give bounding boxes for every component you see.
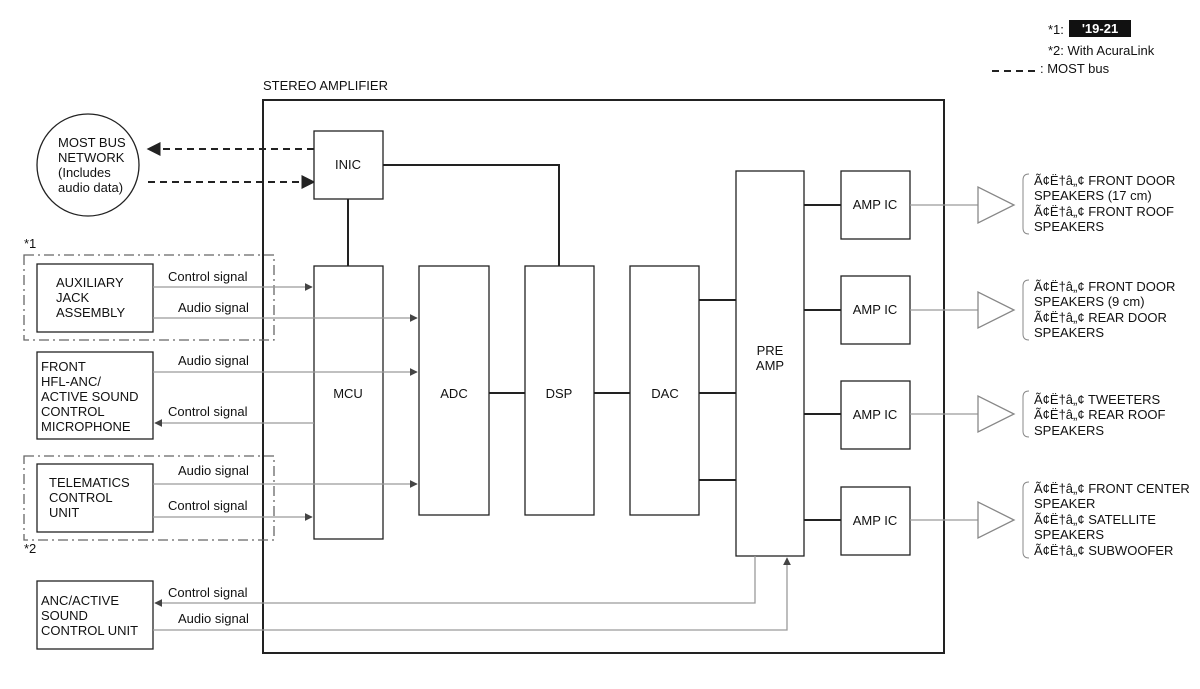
speaker-group-1-line-4: SPEAKERS	[1034, 219, 1104, 234]
aux-jack-line-1: AUXILIARY	[56, 275, 124, 290]
anc-line-1: ANC/ACTIVE	[41, 593, 119, 608]
telematics-line-1: TELEMATICS	[49, 475, 130, 490]
speaker-group-1-line-1: Ã¢Ë†â„¢ FRONT DOOR	[1034, 173, 1175, 188]
speaker-group-4-line-4: SPEAKERS	[1034, 527, 1104, 542]
aux-mark: *1	[24, 236, 36, 251]
amp-ic-label-1: AMP IC	[853, 197, 898, 212]
dsp-block	[524, 265, 595, 516]
speaker-icon-4	[977, 500, 1016, 540]
speaker-brace-3	[1022, 390, 1030, 438]
speaker-group-1-line-3: Ã¢Ë†â„¢ FRONT ROOF	[1034, 204, 1174, 219]
inic-block	[313, 130, 384, 200]
speaker-group-3-line-2: Ã¢Ë†â„¢ REAR ROOF	[1034, 407, 1166, 422]
speaker-group-4-line-5: Ã¢Ë†â„¢ SUBWOOFER	[1034, 543, 1173, 558]
speaker-group-2-line-3: Ã¢Ë†â„¢ REAR DOOR	[1034, 310, 1167, 325]
inic-dsp-link	[383, 164, 560, 266]
speaker-group-2-line-2: SPEAKERS (9 cm)	[1034, 294, 1145, 309]
anc-line-3: CONTROL UNIT	[41, 623, 138, 638]
speaker-brace-1	[1022, 173, 1030, 235]
inic-label: INIC	[335, 157, 361, 172]
anc-line-2: SOUND	[41, 608, 88, 623]
legend-most-bus: : MOST bus	[1040, 61, 1110, 76]
mic-control-label: Control signal	[168, 404, 248, 419]
speaker-group-4-line-1: Ã¢Ë†â„¢ FRONT CENTER	[1034, 481, 1190, 496]
legend-note1-badge-bg	[1069, 20, 1131, 37]
amp-ic-block-3	[840, 380, 911, 450]
aux-jack-line-3: ASSEMBLY	[56, 305, 125, 320]
mic-audio-label: Audio signal	[178, 353, 249, 368]
aux-jack-assembly	[36, 263, 154, 333]
aux-option-group	[23, 254, 275, 341]
speaker-group-3-line-3: SPEAKERS	[1034, 423, 1104, 438]
speaker-group-4-line-2: SPEAKER	[1034, 496, 1095, 511]
anc-control-unit	[36, 580, 154, 650]
dac-block	[629, 265, 700, 516]
amp-ic-label-3: AMP IC	[853, 407, 898, 422]
most-bus-line-1: MOST BUS	[58, 135, 126, 150]
telematics-line-2: CONTROL	[49, 490, 113, 505]
amp-ic-block-4	[840, 486, 911, 556]
front-mic-line-3: ACTIVE SOUND	[41, 389, 139, 404]
front-mic-line-2: HFL-ANC/	[41, 374, 101, 389]
anc-audio-label: Audio signal	[178, 611, 249, 626]
speaker-group-3-line-1: Ã¢Ë†â„¢ TWEETERS	[1034, 392, 1161, 407]
legend-note1-mark: *1:	[1048, 22, 1064, 37]
speaker-group-1-line-2: SPEAKERS (17 cm)	[1034, 188, 1152, 203]
anc-control-line	[154, 556, 756, 607]
aux-jack-line-2: JACK	[56, 290, 90, 305]
speaker-group-2-line-1: Ã¢Ë†â„¢ FRONT DOOR	[1034, 279, 1175, 294]
speaker-group-2: Ã¢Ë†â„¢ FRONT DOOR SPEAKERS (9 cm) Ã¢Ë†â…	[1034, 279, 1175, 340]
speaker-icon-2	[977, 290, 1016, 330]
speaker-brace-4	[1022, 481, 1030, 559]
pre-amp-label-2: AMP	[756, 358, 784, 373]
speaker-group-2-line-4: SPEAKERS	[1034, 325, 1104, 340]
speaker-icon-3	[977, 394, 1016, 434]
legend-note2: *2: With AcuraLink	[1048, 43, 1155, 58]
legend: *1: '19-21 *2: With AcuraLink : MOST bus	[992, 20, 1155, 76]
amplifier-title: STEREO AMPLIFIER	[263, 78, 388, 93]
aux-control-label: Control signal	[168, 269, 248, 284]
most-bus-line-2: NETWORK	[58, 150, 125, 165]
amplifier-frame	[262, 99, 945, 654]
front-mic-line-1: FRONT	[41, 359, 86, 374]
mcu-label: MCU	[333, 386, 363, 401]
front-microphone	[36, 351, 154, 440]
dac-label: DAC	[651, 386, 678, 401]
pre-amp-block	[735, 170, 805, 557]
aux-audio-label: Audio signal	[178, 300, 249, 315]
mcu-block	[313, 265, 384, 540]
speaker-group-1: Ã¢Ë†â„¢ FRONT DOOR SPEAKERS (17 cm) Ã¢Ë†…	[1034, 173, 1175, 234]
most-bus-line-4: audio data)	[58, 180, 123, 195]
front-mic-line-4: CONTROL	[41, 404, 105, 419]
speaker-group-4-line-3: Ã¢Ë†â„¢ SATELLITE	[1034, 512, 1156, 527]
speaker-icon-1	[977, 185, 1016, 225]
telematics-line-3: UNIT	[49, 505, 79, 520]
tel-audio-label: Audio signal	[178, 463, 249, 478]
anc-audio-line	[153, 557, 791, 631]
anc-control-label: Control signal	[168, 585, 248, 600]
speaker-group-4: Ã¢Ë†â„¢ FRONT CENTER SPEAKER Ã¢Ë†â„¢ SAT…	[1034, 481, 1190, 558]
most-bus-network	[36, 113, 140, 217]
telematics-mark: *2	[24, 541, 36, 556]
amp-ic-label-4: AMP IC	[853, 513, 898, 528]
adc-label: ADC	[440, 386, 467, 401]
most-bus-line-3: (Includes	[58, 165, 111, 180]
amp-ic-block-1	[840, 170, 911, 240]
speaker-brace-2	[1022, 279, 1030, 341]
telematics-option-group	[23, 455, 275, 541]
amp-ic-label-2: AMP IC	[853, 302, 898, 317]
tel-control-label: Control signal	[168, 498, 248, 513]
dsp-label: DSP	[546, 386, 573, 401]
telematics-control-unit	[36, 463, 154, 533]
speaker-group-3: Ã¢Ë†â„¢ TWEETERS Ã¢Ë†â„¢ REAR ROOF SPEAK…	[1034, 392, 1166, 438]
front-mic-line-5: MICROPHONE	[41, 419, 131, 434]
adc-block	[418, 265, 490, 516]
pre-amp-label-1: PRE	[757, 343, 784, 358]
legend-note1-badge: '19-21	[1082, 21, 1118, 36]
